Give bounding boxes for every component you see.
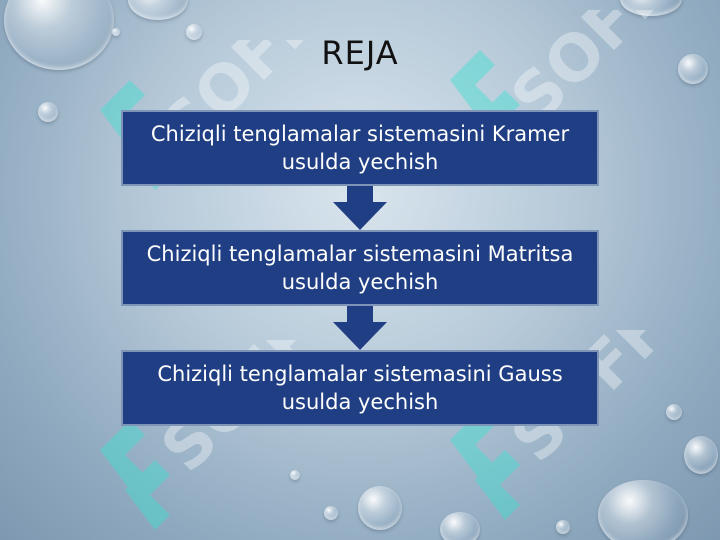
water-drop bbox=[678, 54, 708, 84]
flow-step-1-text: Chiziqli tenglamalar sistemasini Kramer … bbox=[150, 122, 570, 174]
flow-step-1: Chiziqli tenglamalar sistemasini Kramer … bbox=[121, 110, 599, 186]
flow-step-2-text: Chiziqli tenglamalar sistemasini Matrits… bbox=[146, 242, 574, 294]
flow-step-3: Chiziqli tenglamalar sistemasini Gauss u… bbox=[121, 350, 599, 426]
water-drop bbox=[684, 436, 718, 474]
water-drop bbox=[186, 24, 202, 40]
water-drop bbox=[620, 0, 682, 16]
water-drop bbox=[324, 506, 338, 520]
slide-title: REJA bbox=[321, 34, 399, 72]
water-drop bbox=[440, 512, 480, 540]
water-drop bbox=[598, 480, 688, 540]
flow-step-2: Chiziqli tenglamalar sistemasini Matrits… bbox=[121, 230, 599, 306]
water-drop bbox=[358, 486, 402, 530]
water-drop bbox=[556, 520, 570, 534]
water-drop bbox=[666, 404, 682, 420]
down-arrow-icon bbox=[333, 186, 387, 230]
flow-step-3-text: Chiziqli tenglamalar sistemasini Gauss u… bbox=[157, 362, 563, 414]
water-drop bbox=[112, 28, 120, 36]
water-drop bbox=[38, 102, 58, 122]
water-drop bbox=[128, 0, 188, 20]
down-arrow-icon bbox=[333, 306, 387, 350]
water-drop bbox=[290, 470, 300, 480]
